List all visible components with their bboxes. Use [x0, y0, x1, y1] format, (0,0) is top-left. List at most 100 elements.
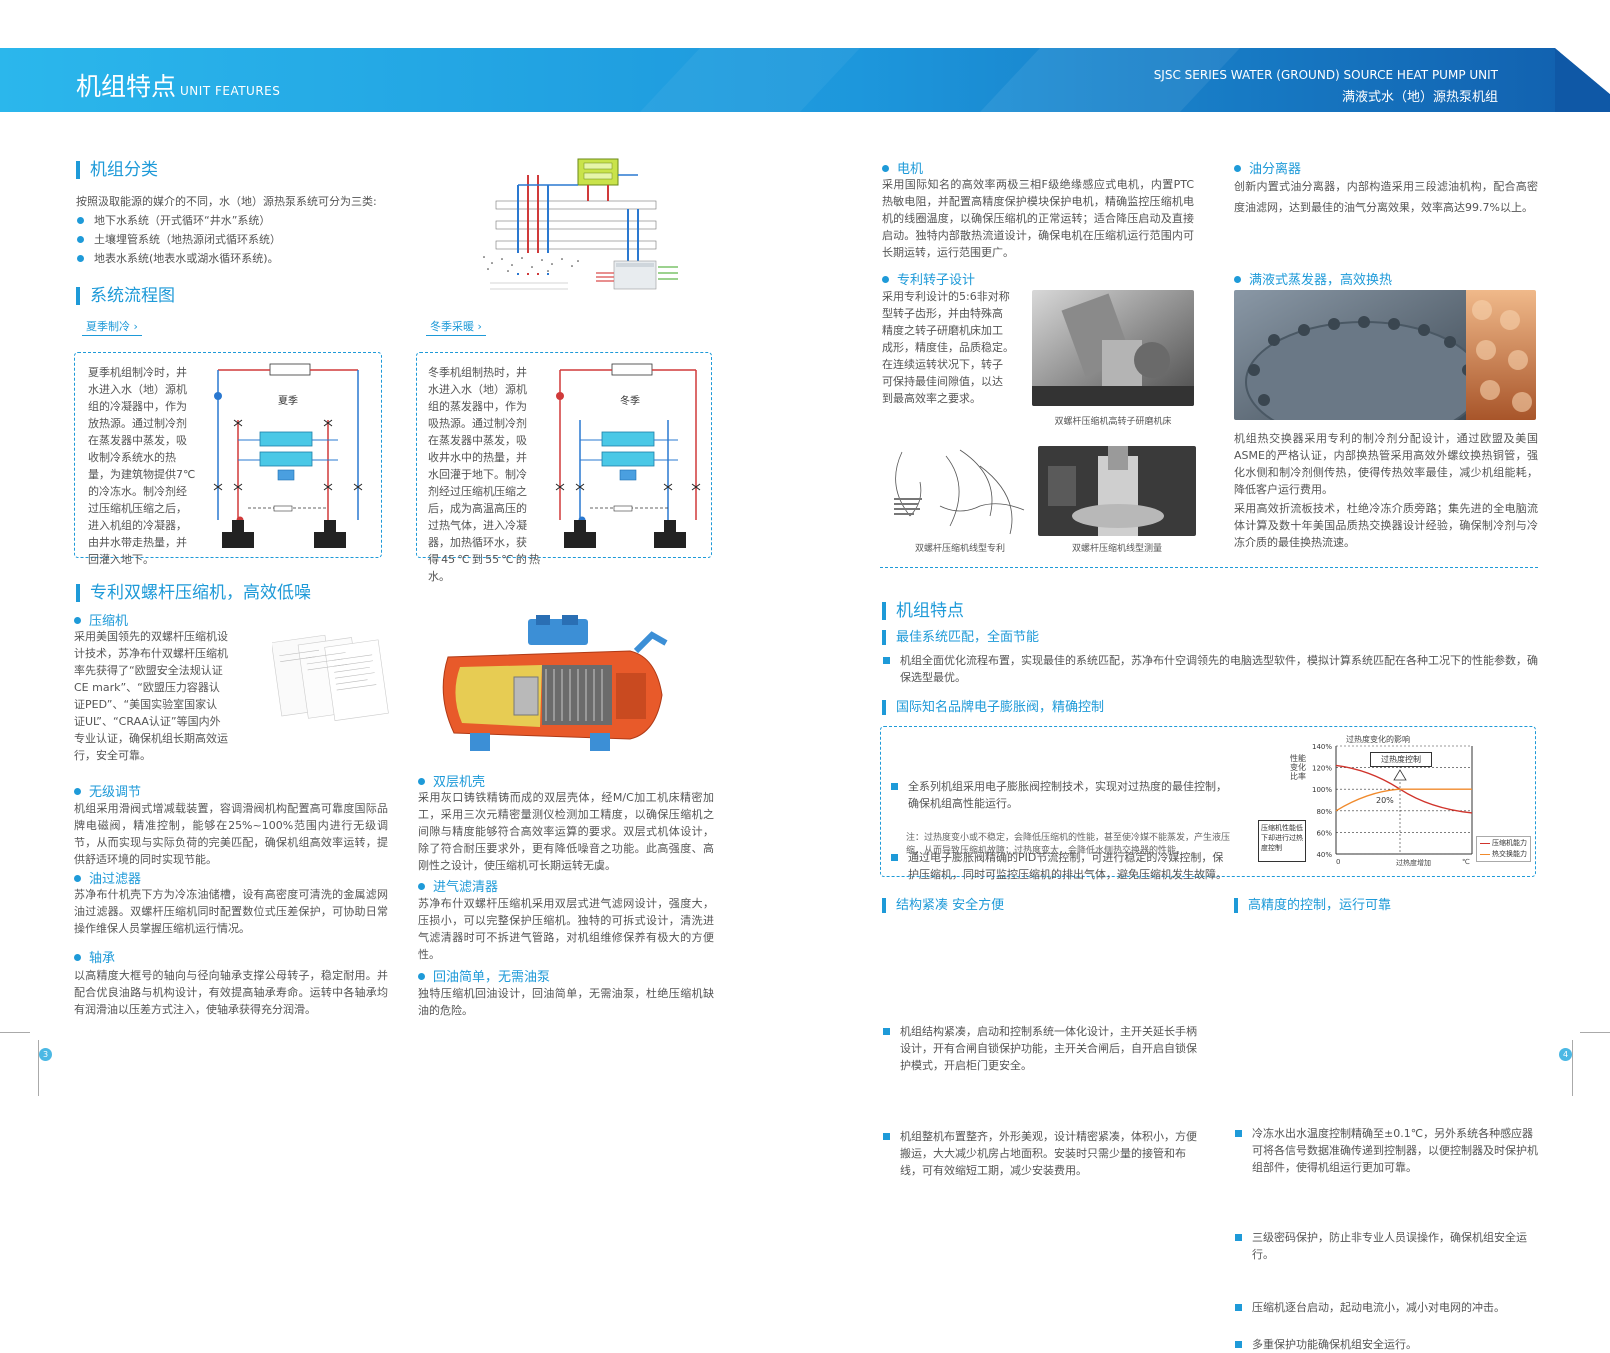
section-title-classify: 机组分类 [76, 161, 158, 179]
rotor-text: 采用专利设计的5:6非对称型转子齿形，并由特殊高精度之转子研磨机床加工成形，精度… [882, 290, 1014, 405]
feature-title-compact: 结构紧凑 安全方便 [882, 898, 1004, 913]
subsection-double-casing: 双层机壳 [418, 771, 485, 790]
page-number-left: 3 [39, 1048, 52, 1061]
superheat-chart: 140% 120% 100% 80% 60% 40% [1250, 732, 1532, 872]
caption-profile-patent: 双螺杆压缩机线型专利 [914, 544, 1005, 554]
compact-item-2: 机组整机布置整齐，外形美观，设计精密紧凑，体积小，方便搬运，大大减少机房占地面积… [882, 1128, 1202, 1179]
classify-list: 地下水系统（开式循环“井水”系统） 土壤埋管系统（地热源闭式循环系统） 地表水系… [76, 212, 456, 267]
section-divider [880, 567, 1538, 568]
header-banner [0, 48, 1610, 112]
caption-grinding-machine: 双螺杆压缩机高转子研磨机床 [1054, 417, 1172, 427]
chart-x-start: 0 [1336, 858, 1341, 866]
evaporator-tubesheet-photo [1234, 290, 1536, 420]
chart-side-note: 压缩机性能低下却进行过热度控制 [1258, 820, 1306, 862]
list-item: 地表水系统(地表水或湖水循环系统)。 [76, 250, 456, 267]
chart-callout: 过热度控制 [1370, 752, 1432, 767]
subsection-oil-return: 回油简单，无需油泵 [418, 966, 550, 985]
chart-tick-label: 100% [1312, 786, 1332, 794]
evaporator-text-2: 采用高效折流板技术，杜绝冷冻介质旁路；集先进的全电脑流体计算及数十年美国品质热交… [1234, 502, 1538, 549]
legend-swatch [1480, 842, 1490, 844]
expansion-valve-item-2: 通过电子膨胀阀精确的PID节流控制，可进行稳定的冷媒控制，保护压缩机，同时可监控… [890, 849, 1234, 883]
legend-item: 热交换能力 [1492, 850, 1527, 858]
list-item: 地下水系统（开式循环“井水”系统） [76, 212, 456, 229]
double-casing-text: 采用灰口铸铁精铸而成的双层壳体，经M/C加工机床精密加工，采用三次元精密量测仪检… [418, 791, 714, 872]
chart-title: 过热度变化的影响 [1346, 735, 1410, 744]
winter-flow-box [416, 352, 712, 558]
chart-legend: 压缩机能力 热交换能力 [1476, 836, 1531, 862]
series-name-en: SJSC SERIES WATER (GROUND) SOURCE HEAT P… [1153, 68, 1498, 82]
winter-tag: 冬季采暖 › [426, 318, 486, 336]
subsection-oil-filter: 油过滤器 [74, 868, 141, 887]
compressor-description: 采用美国领先的双螺杆压缩机设计技术，苏净布什双螺杆压缩机率先获得了“欧盟安全法规… [74, 630, 228, 762]
subsection-intake-filter: 进气滤清器 [418, 876, 498, 895]
legend-item: 压缩机能力 [1492, 839, 1527, 847]
chart-tick-label: 60% [1316, 829, 1332, 837]
stepless-control-text: 机组采用滑阀式增减载装置，容调滑阀机构配置高可靠度国际品牌电磁阀，精准控制，能够… [74, 802, 388, 866]
caption-profile-measurement: 双螺杆压缩机线型测量 [1071, 544, 1162, 554]
feature-title-expansion-valve: 国际知名品牌电子膨胀阀，精确控制 [882, 700, 1104, 715]
winter-description: 冬季机组制热时，井水进入水（地）源机组的蒸发器中，作为吸热源。通过制冷剂在蒸发器… [428, 366, 540, 583]
subsection-motor: 电机 [882, 158, 923, 177]
compact-item-1: 机组结构紧凑，启动和控制系统一体化设计，主开关延长手柄设计，开有合闸自锁保护功能… [882, 1023, 1202, 1074]
evaporator-text-1: 机组热交换器采用专利的制冷剂分配设计，通过欧盟及美国ASME的严格认证，内部换热… [1234, 432, 1538, 496]
control-item-4: 多重保护功能确保机组安全运行。 [1234, 1336, 1538, 1353]
control-item-1: 冷冻水出水温度控制精确至±0.1℃，另外系统各种感应器可将各信号数据准确传递到控… [1234, 1125, 1538, 1176]
oil-separator-text: 创新内置式油分离器，内部构造采用三段滤油机构，配合高密度油滤网，达到最佳的油气分… [1234, 180, 1538, 214]
legend-swatch [1480, 853, 1490, 855]
subsection-bearing: 轴承 [74, 947, 115, 966]
summer-flow-box [74, 352, 382, 558]
page-number-right: 4 [1559, 1048, 1572, 1061]
feature-text-system-match: 机组全面优化流程布置，实现最佳的系统匹配，苏净布什空调领先的电脑选型软件，模拟计… [882, 652, 1538, 686]
expansion-valve-item-1: 全系列机组采用电子膨胀阀控制技术，实现对过热度的最佳控制，确保机组高性能运行。 [890, 778, 1234, 812]
certificates-image [272, 634, 389, 721]
chart-tick-label: 140% [1312, 743, 1332, 751]
motor-text: 采用国际知名的高效率两极三相F级绝缘感应式电机，内置PTC热敏电阻，并配置高精度… [882, 178, 1194, 259]
chart-xlabel: 过热度增加 [1396, 859, 1431, 867]
summer-circuit-diagram [213, 363, 363, 548]
winter-circuit-diagram [555, 363, 701, 548]
chart-tick-label: 40% [1316, 851, 1332, 859]
crop-mark [0, 1032, 30, 1033]
series-line-heat-exchange [1335, 788, 1472, 812]
ground-loop-diagram [478, 158, 678, 290]
subsection-evaporator: 满液式蒸发器，高效换热 [1234, 269, 1392, 288]
crop-mark [1572, 1040, 1573, 1096]
chart-callout-value: 20% [1376, 796, 1394, 805]
summer-tag: 夏季制冷 › [82, 318, 142, 336]
feature-title-system-match: 最佳系统匹配，全面节能 [882, 630, 1039, 645]
crop-mark [38, 1040, 39, 1096]
intake-filter-text: 苏净布什双螺杆压缩机采用双层式进气滤网设计，强度大，压损小，可以完整保护压缩机。… [418, 897, 714, 961]
feature-title-control: 高精度的控制，运行可靠 [1234, 898, 1391, 913]
series-name-cn: 满液式水（地）源热泵机组 [1341, 90, 1498, 105]
crop-mark [1580, 1032, 1610, 1033]
summer-description: 夏季机组制冷时，井水进入水（地）源机组的冷凝器中，作为放热源。通过制冷剂在蒸发器… [88, 366, 196, 566]
subsection-rotor: 专利转子设计 [882, 269, 975, 288]
control-item-2: 三级密码保护，防止非专业人员误操作，确保机组安全运行。 [1234, 1229, 1538, 1263]
chart-callout-arrow [1393, 769, 1407, 781]
expansion-valve-box [880, 726, 1536, 877]
chart-ylabel: 性能变化比率 [1290, 754, 1306, 781]
oil-filter-text: 苏净布什机壳下方为冷冻油储槽，设有高密度可清洗的金属滤网油过滤器。双螺杆压缩机同… [74, 888, 388, 935]
chart-tick-label: 120% [1312, 765, 1332, 773]
section-title-compressor: 专利双螺杆压缩机，高效低噪 [76, 584, 311, 602]
subsection-compressor: 压缩机 [74, 610, 128, 629]
section-title-flow: 系统流程图 [76, 287, 175, 305]
bearing-text: 以高精度大框号的轴向与径向轴承支撑公母转子，稳定耐用。并配合优良油路与机构设计，… [74, 969, 388, 1016]
summer-label: 夏季 [278, 396, 298, 407]
classify-intro: 按照汲取能源的媒介的不同，水（地）源热泵系统可分为三类: [76, 195, 377, 208]
compressor-cutaway-image [442, 615, 668, 751]
rotor-profile-drawing [894, 449, 1025, 535]
winter-label: 冬季 [620, 396, 640, 407]
chart-x-end: ℃ [1462, 858, 1470, 866]
control-item-3: 压缩机逐台启动，起动电流小，减小对电网的冲击。 [1234, 1299, 1538, 1316]
rotor-measurement-photo [1038, 446, 1196, 536]
expansion-valve-note: 注：过热度变小或不稳定，会降低压缩机的性能，甚至使冷媒不能蒸发，产生液压缩，从而… [906, 833, 1231, 856]
superheat-chart-svg: 140% 120% 100% 80% 60% 40% [1312, 743, 1473, 859]
rotor-grinding-machine-photo [1032, 290, 1194, 406]
subsection-oil-separator: 油分离器 [1234, 158, 1301, 177]
section-title-features: 机组特点 [882, 602, 964, 620]
list-item: 土壤埋管系统（地热源闭式循环系统） [76, 231, 456, 248]
chart-tick-label: 80% [1316, 808, 1332, 816]
oil-return-text: 独特压缩机回油设计，回油简单，无需油泵，杜绝压缩机缺油的危险。 [418, 987, 714, 1017]
